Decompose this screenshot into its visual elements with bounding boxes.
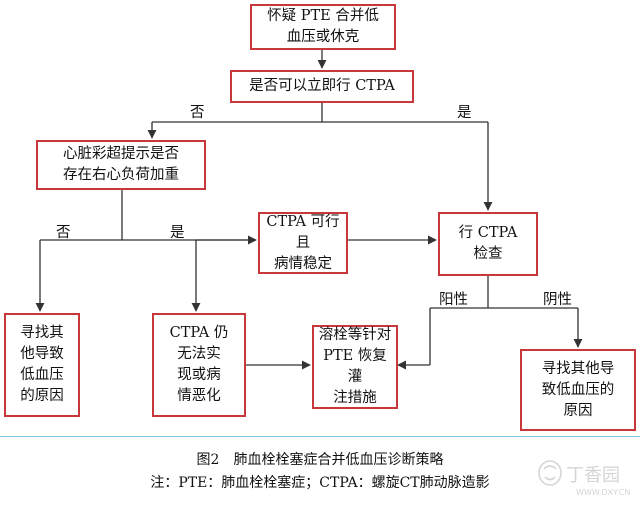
node-ctpa-feasible-stable: CTPA 可行且 病情稳定 — [258, 212, 348, 274]
node-thrombolysis-reperfusion: 溶栓等针对 PTE 恢复灌 注措施 — [312, 325, 398, 409]
label-no-top: 否 — [190, 105, 205, 121]
label-yes-top: 是 — [457, 105, 472, 121]
label-negative: 阴性 — [543, 292, 572, 308]
node-ctpa-still-unavailable: CTPA 仍 无法实 现或病 情恶化 — [152, 313, 246, 417]
label-yes-echo: 是 — [170, 225, 185, 241]
label-no-echo: 否 — [56, 225, 71, 241]
dxy-watermark-logo: 丁香园 WWW.DXY.CN — [538, 460, 630, 497]
node-perform-ctpa: 行 CTPA 检查 — [438, 212, 538, 276]
figure-note: 注：PTE：肺血栓栓塞症；CTPA：螺旋CT肺动脉造影 — [150, 475, 490, 491]
node-find-other-causes-left: 寻找其 他导致 低血压 的原因 — [4, 313, 80, 417]
node-find-other-causes-right: 寻找其他导 致低血压的 原因 — [520, 349, 636, 431]
node-echo-right-heart: 心脏彩超提示是否 存在右心负荷加重 — [36, 140, 206, 190]
node-ctpa-immediately: 是否可以立即行 CTPA — [230, 70, 414, 103]
caption-separator — [0, 436, 640, 437]
figure-title: 图2 肺血栓栓塞症合并低血压诊断策略 — [196, 452, 444, 468]
label-positive: 阳性 — [439, 292, 468, 308]
watermark-brand: 丁香园 — [566, 465, 620, 486]
watermark-url: WWW.DXY.CN — [576, 488, 630, 497]
node-suspect-pte-hypotension: 怀疑 PTE 合并低 血压或休克 — [250, 4, 396, 50]
